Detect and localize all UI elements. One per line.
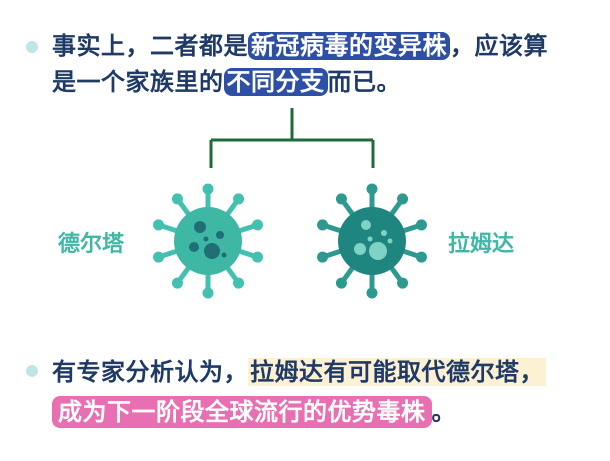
virus-spot [221, 252, 227, 258]
virus-spot [354, 243, 366, 255]
virus-spike-tip [233, 277, 245, 289]
highlight-different-branch: 不同分支 [223, 68, 328, 96]
highlight-lambda-replace: 拉姆达有可能取代德尔塔， [248, 358, 546, 386]
paragraph-1-line-2: 是一个家族里的不同分支而已。 [52, 68, 401, 96]
paragraph-2-line-2: 成为下一阶段全球流行的优势毒株。 [52, 392, 602, 432]
virus-spike-tip [366, 183, 378, 195]
virus-spike-tip [317, 251, 329, 263]
virus-spike-tip [335, 193, 347, 205]
virus-spike-tip [202, 183, 214, 195]
virus-spike-tip [366, 287, 378, 299]
lambda-label: 拉姆达 [448, 232, 515, 257]
virus-spike-tip [171, 277, 183, 289]
virus-spot [204, 243, 220, 259]
paragraph-1-line-1: 事实上，二者都是新冠病毒的变异株，应该算 [52, 32, 548, 60]
delta-virus-icon [153, 183, 263, 299]
virus-body [338, 207, 406, 275]
virus-spike-tip [335, 277, 347, 289]
virus-spot [369, 242, 387, 260]
paragraph-2-line-1: 有专家分析认为，拉姆达有可能取代德尔塔， [52, 358, 546, 386]
virus-spike-tip [233, 193, 245, 205]
virus-spike-tip [397, 277, 409, 289]
virus-spot [194, 221, 206, 233]
virus-spot [189, 242, 199, 252]
tree-connector [209, 108, 375, 168]
virus-spot [216, 231, 224, 239]
virus-spot [203, 236, 209, 242]
virus-spot [387, 238, 393, 244]
highlight-dominant-strain: 成为下一阶段全球流行的优势毒株 [52, 396, 432, 428]
virus-spike-tip [171, 193, 183, 205]
delta-label: 德尔塔 [58, 232, 125, 257]
virus-spike-tip [397, 193, 409, 205]
virus-spike-tip [153, 251, 165, 263]
virus-spot [381, 230, 387, 236]
virus-spot [367, 236, 373, 242]
highlight-variant-strain: 新冠病毒的变异株 [248, 32, 450, 60]
virus-spike-tip [415, 251, 427, 263]
virus-spike-tip [251, 219, 263, 231]
paragraph-2: 有专家分析认为，拉姆达有可能取代德尔塔， 成为下一阶段全球流行的优势毒株。 [52, 352, 602, 432]
virus-body [174, 207, 242, 275]
paragraph-1: 事实上，二者都是新冠病毒的变异株，应该算 是一个家族里的不同分支而已。 [52, 28, 592, 100]
bullet-dot-1 [26, 41, 38, 53]
virus-spike-tip [202, 287, 214, 299]
lambda-virus-icon [317, 183, 427, 299]
virus-spot [361, 220, 371, 230]
bullet-dot-2 [26, 365, 38, 377]
virus-spike-tip [415, 219, 427, 231]
virus-spike-tip [317, 219, 329, 231]
virus-spike-tip [251, 251, 263, 263]
virus-spike-tip [153, 219, 165, 231]
